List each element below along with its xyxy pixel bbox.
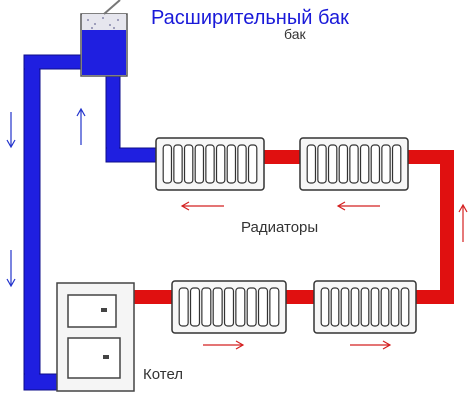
arrow-left-1	[180, 201, 224, 211]
radiator-bottom-right	[313, 280, 417, 334]
boiler-label: Котел	[143, 366, 184, 383]
radiators-label: Радиаторы	[241, 219, 319, 236]
arrow-down-lower	[6, 250, 16, 288]
diagram-title: Расширительный бак	[151, 7, 349, 29]
arrow-down-upper	[6, 112, 16, 149]
expansion-tank	[80, 0, 128, 77]
cold-return-pipe	[23, 54, 159, 391]
hot-supply-pipe	[132, 150, 454, 304]
arrow-right-1	[203, 340, 245, 350]
arrow-up-tank	[76, 107, 86, 145]
arrow-right-2	[350, 340, 392, 350]
boiler	[56, 282, 135, 392]
flow-arrows	[6, 107, 468, 350]
arrow-left-2	[336, 201, 380, 211]
radiator-bottom-left	[171, 280, 287, 334]
arrow-up-right	[458, 203, 468, 242]
radiator-top-left	[155, 137, 265, 191]
radiator-top-right	[299, 137, 409, 191]
diagram-title-continuation: бак	[284, 26, 306, 42]
